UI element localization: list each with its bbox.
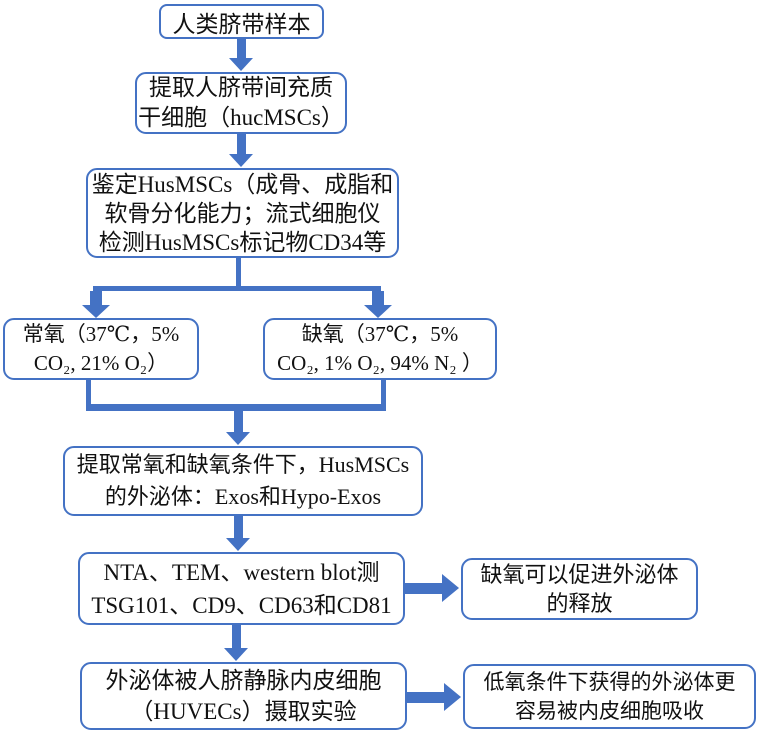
right-arrow-icon xyxy=(406,683,461,711)
node-finding-exosome-release: 缺氧可以促进外泌体 的释放 xyxy=(461,558,698,620)
node-human-umbilical-cord-sample: 人类脐带样本 xyxy=(159,4,324,39)
merge-right-line xyxy=(381,380,386,410)
node-huvec-uptake-assay: 外泌体被人脐静脉内皮细胞 （HUVECs）摄取实验 xyxy=(80,662,407,730)
node-finding-uptake: 低氧条件下获得的外泌体更 容易被内皮细胞吸收 xyxy=(463,664,756,729)
down-arrow-icon xyxy=(364,291,392,318)
branch-horizontal-line xyxy=(93,286,381,291)
down-arrow-icon xyxy=(229,39,253,71)
branch-stem-line xyxy=(236,258,241,291)
node-extract-hucmscs: 提取人脐带间充质 干细胞（hucMSCs） xyxy=(135,72,347,134)
node-hypoxia-condition: 缺氧（37℃，5% CO₂, 1% O₂, 94% N₂ ） xyxy=(263,318,497,380)
merge-left-line xyxy=(86,380,91,410)
node-identify-husmscs: 鉴定HusMSCs（成骨、成脂和 软骨分化能力；流式细胞仪 检测HusMSCs标… xyxy=(86,168,399,258)
down-arrow-icon xyxy=(82,291,110,318)
down-arrow-icon xyxy=(229,134,253,167)
node-normoxia-condition: 常氧（37℃，5% CO₂, 21% O₂） xyxy=(3,318,199,380)
node-exosome-characterization: NTA、TEM、western blot测 TSG101、CD9、CD63和CD… xyxy=(78,552,405,625)
merge-horizontal-line xyxy=(86,404,386,411)
right-arrow-icon xyxy=(405,574,459,602)
down-arrow-icon xyxy=(226,516,250,551)
down-arrow-icon xyxy=(226,411,250,445)
down-arrow-icon xyxy=(224,625,248,661)
node-extract-exosomes: 提取常氧和缺氧条件下，HusMSCs 的外泌体：Exos和Hypo-Exos xyxy=(63,446,423,516)
